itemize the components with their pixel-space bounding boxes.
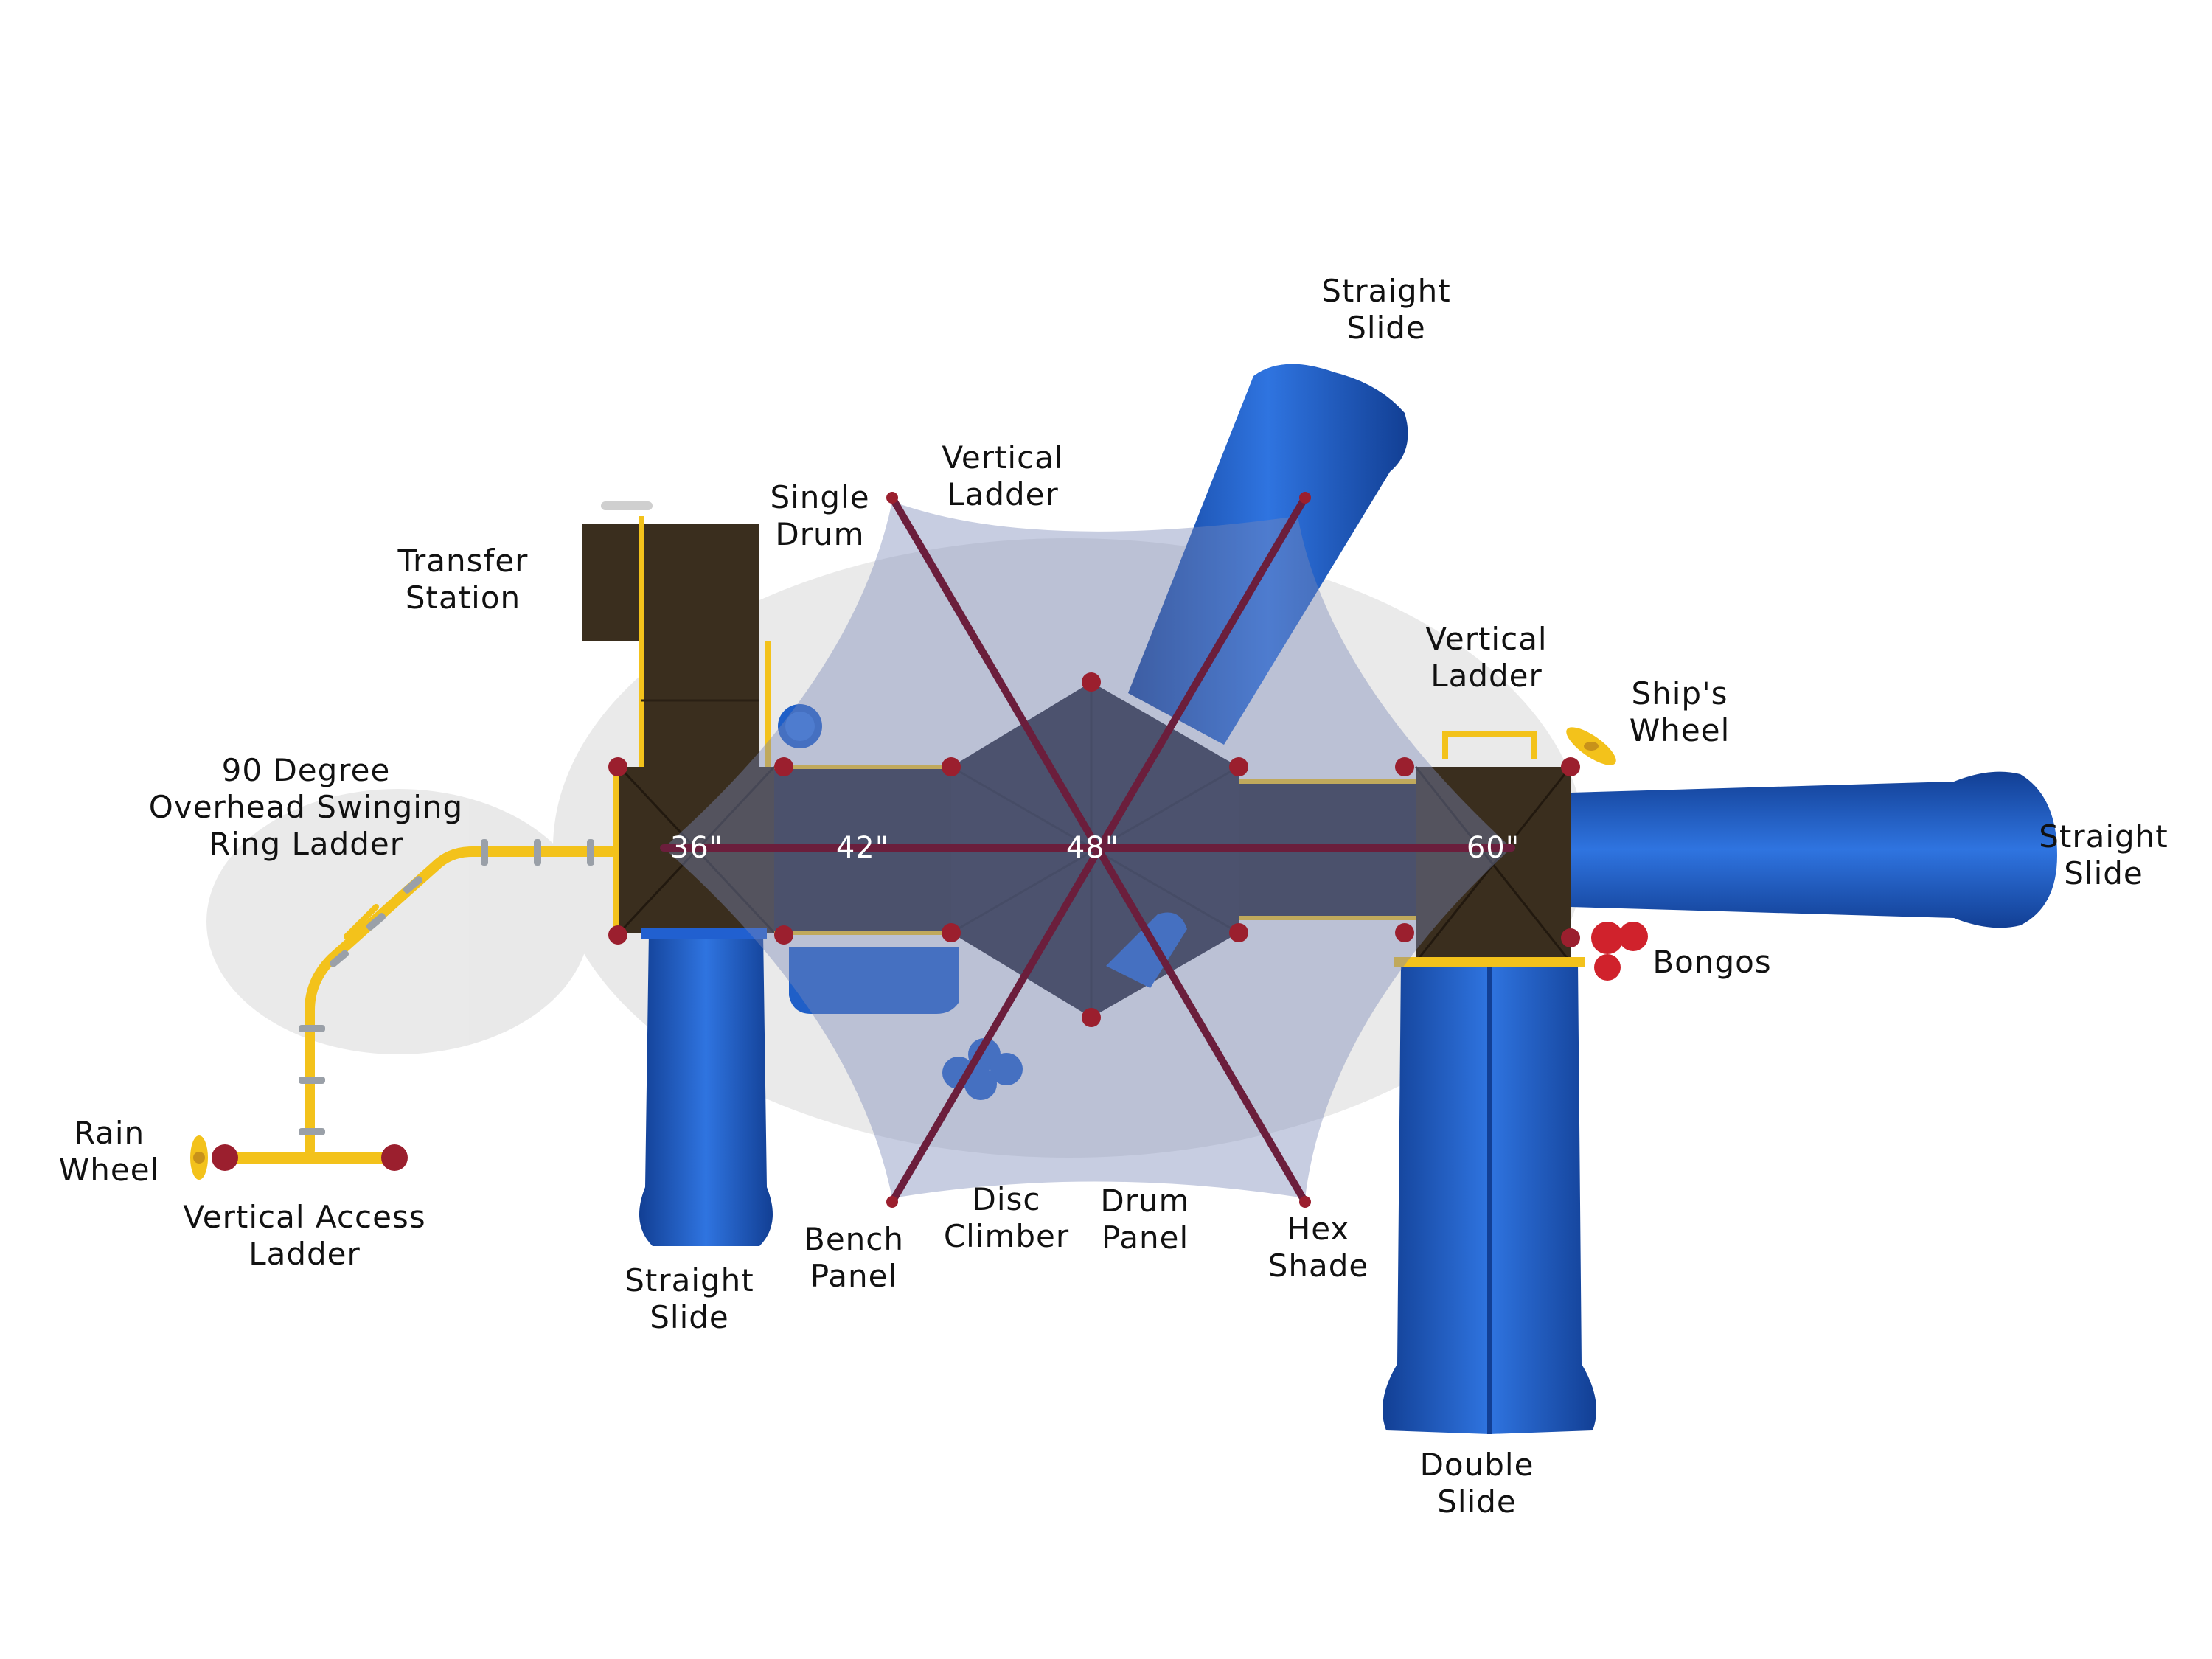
ring-ladder-rings	[299, 839, 594, 1135]
label-bongos: Bongos	[1652, 944, 1772, 980]
vertical-access-ladder	[212, 1144, 408, 1171]
label-double-slide: Double Slide	[1419, 1447, 1534, 1520]
straight-slide-right	[1571, 771, 2057, 928]
deck-height-36: 36"	[669, 831, 724, 865]
deck-height-48: 48"	[1065, 831, 1120, 865]
label-straight-slide-top: Straight Slide	[1321, 273, 1451, 346]
bongos-icon	[1591, 922, 1648, 981]
ring-ladder	[305, 846, 617, 1155]
hex-shade	[660, 492, 1515, 1208]
label-single-drum: Single Drum	[770, 479, 870, 552]
label-transfer-station: Transfer Station	[397, 543, 529, 616]
ships-wheel-icon	[1566, 727, 1616, 765]
rain-wheel-icon	[190, 1135, 208, 1180]
label-rain-wheel: Rain Wheel	[58, 1115, 160, 1188]
transfer-station	[582, 501, 771, 767]
drum-panel	[1106, 912, 1187, 988]
label-drum-panel: Drum Panel	[1100, 1183, 1190, 1256]
label-ring-ladder: 90 Degree Overhead Swinging Ring Ladder	[148, 752, 464, 862]
deck-height-60: 60"	[1466, 831, 1520, 865]
straight-slide-bottom	[639, 928, 773, 1246]
double-slide	[1382, 957, 1596, 1434]
label-vertical-ladder-right: Vertical Ladder	[1425, 621, 1548, 694]
deck-height-42: 42"	[835, 831, 890, 865]
bench-panel	[789, 947, 959, 1014]
label-vertical-ladder-left: Vertical Ladder	[942, 439, 1064, 512]
label-bench-panel: Bench Panel	[804, 1221, 904, 1294]
label-disc-climber: Disc Climber	[943, 1181, 1070, 1254]
label-ships-wheel: Ship's Wheel	[1629, 675, 1731, 748]
deck-60	[1414, 731, 1572, 963]
post-caps	[608, 672, 1580, 1027]
label-straight-slide-right: Straight Slide	[2039, 818, 2168, 891]
label-straight-slide-bottom: Straight Slide	[625, 1262, 754, 1335]
label-vertical-access-ladder: Vertical Access Ladder	[183, 1199, 426, 1272]
label-hex-shade: Hex Shade	[1267, 1211, 1369, 1284]
single-drum-icon	[778, 704, 822, 748]
